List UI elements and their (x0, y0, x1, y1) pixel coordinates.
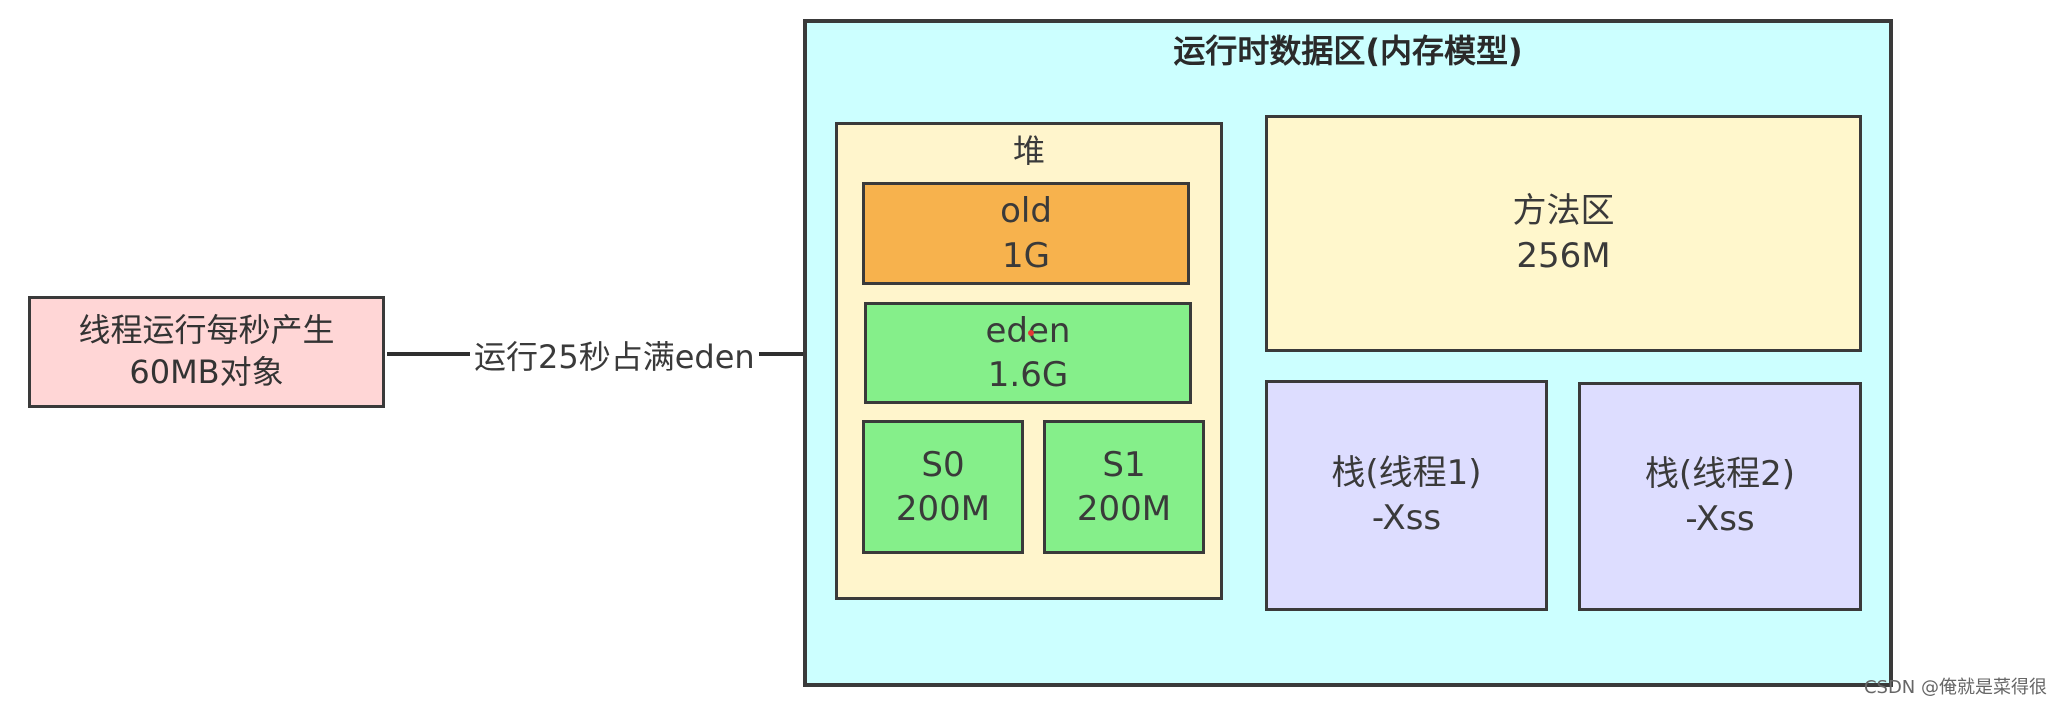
stack-thread2-box: 栈(线程2) -Xss (1578, 382, 1862, 611)
eden-box: eden 1.6G (864, 302, 1192, 404)
survivor-s0-box: S0 200M (862, 420, 1024, 554)
stack2-param: -Xss (1685, 498, 1755, 539)
stack2-name: 栈(线程2) (1644, 454, 1796, 495)
heap-title: 堆 (1012, 132, 1045, 170)
stack1-param: -Xss (1371, 497, 1442, 538)
s0-name: S0 (921, 444, 965, 485)
source-node: 线程运行每秒产生 60MB对象 (28, 296, 385, 408)
old-name: old (1000, 191, 1052, 232)
stack-thread1-box: 栈(线程1) -Xss (1265, 380, 1548, 611)
s1-name: S1 (1102, 444, 1146, 485)
edge-label: 运行25秒占满eden (470, 335, 759, 379)
old-size: 1G (1002, 235, 1050, 276)
method-area-size: 256M (1516, 235, 1611, 276)
s1-size: 200M (1076, 489, 1172, 529)
s0-size: 200M (895, 489, 991, 529)
source-line-2: 60MB对象 (129, 353, 284, 391)
runtime-title: 运行时数据区(内存模型) (1173, 32, 1523, 70)
cursor-dot (1028, 330, 1034, 336)
survivor-s1-box: S1 200M (1043, 420, 1205, 554)
source-line-1: 线程运行每秒产生 (78, 311, 335, 350)
eden-size: 1.6G (987, 355, 1069, 395)
stack1-name: 栈(线程1) (1331, 453, 1482, 494)
watermark: CSDN @俺就是菜得很 (1863, 677, 2047, 698)
old-gen-box: old 1G (862, 182, 1190, 285)
method-area-name: 方法区 (1512, 191, 1615, 232)
method-area-box: 方法区 256M (1265, 115, 1862, 352)
